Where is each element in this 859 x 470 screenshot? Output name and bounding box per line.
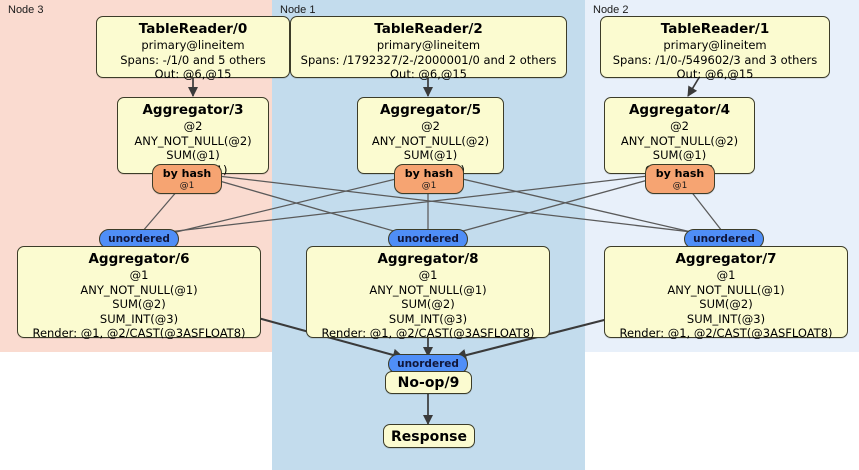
stream-badge-column: @1 [179,181,195,191]
processor-title: Aggregator/7 [675,251,777,267]
processor-response[interactable]: Response [383,424,475,448]
processor-detail-line: primary@lineitem [141,38,245,52]
processor-aggregator-4[interactable]: Aggregator/4 @2 ANY_NOT_NULL(@2) SUM(@1)… [604,97,755,177]
node-panel-label-node2: Node 2 [593,4,629,16]
stream-badge-label: by hash [655,167,705,180]
stream-badge-label: unordered [108,233,170,245]
processor-detail-line: ANY_NOT_NULL(@2) [371,133,490,148]
processor-detail-line: Spans: -/1/0 and 5 others [120,52,266,67]
processor-detail-line: ANY_NOT_NULL(@1) [80,282,198,297]
processor-title: Aggregator/8 [377,251,479,267]
processor-render-line: Render: @1, @2/CAST(@3ASFLOAT8) [619,326,833,340]
processor-noop-9[interactable]: No-op/9 [385,371,472,394]
processor-detail-line: @1 [418,268,438,282]
processor-detail-line: Out: @6,@15 [676,67,754,81]
processor-aggregator-8[interactable]: Aggregator/8 @1 ANY_NOT_NULL(@1) SUM(@2)… [306,246,550,340]
processor-detail-line: SUM(@2) [699,297,753,311]
stream-badge-label: unordered [397,233,459,245]
processor-title: Aggregator/3 [142,102,244,118]
processor-detail-line: Out: @6,@15 [390,67,467,81]
stream-badge-column: @1 [672,181,688,191]
processor-detail-line: @2 [183,119,203,133]
processor-detail-line: SUM(@1) [403,148,458,162]
processor-detail-line: Spans: /1792327/2-/2000001/0 and 2 other… [300,52,557,67]
processor-detail-line: SUM_INT(@3) [388,311,468,326]
processor-detail-line: Spans: /1/0-/549602/3 and 3 others [612,52,818,67]
node-panel-label-node3: Node 3 [8,4,44,16]
processor-detail-line: SUM(@1) [652,148,707,162]
processor-aggregator-7[interactable]: Aggregator/7 @1 ANY_NOT_NULL(@1) SUM(@2)… [604,246,848,340]
processor-title: Aggregator/6 [88,251,190,267]
processor-render-line: Render: @1, @2/CAST(@3ASFLOAT8) [32,326,246,340]
processor-detail-line: SUM_INT(@3) [686,311,766,326]
processor-tablereader-1[interactable]: TableReader/1 primary@lineitem Spans: /1… [600,16,830,81]
processor-detail-line: primary@lineitem [376,38,481,52]
processor-render-line: Render: @1, @2/CAST(@3ASFLOAT8) [321,326,535,340]
processor-detail-line: @2 [421,119,440,133]
processor-detail-line: ANY_NOT_NULL(@2) [620,133,739,148]
processor-detail-line: SUM(@1) [166,148,220,162]
processor-detail-line: @2 [670,119,689,133]
processor-title: TableReader/2 [374,21,483,37]
processor-detail-line: primary@lineitem [663,38,767,52]
processor-title: Aggregator/5 [379,102,482,118]
processor-tablereader-0[interactable]: TableReader/0 primary@lineitem Spans: -/… [96,16,290,81]
processor-title: Aggregator/4 [628,102,731,118]
processor-tablereader-2[interactable]: TableReader/2 primary@lineitem Spans: /1… [290,16,567,81]
processor-title: No-op/9 [397,375,460,391]
processor-aggregator-6[interactable]: Aggregator/6 @1 ANY_NOT_NULL(@1) SUM(@2)… [17,246,261,340]
processor-title: TableReader/0 [138,21,248,37]
processor-detail-line: ANY_NOT_NULL(@1) [667,282,785,297]
stream-badge-by-hash-center[interactable]: by hash @1 [394,164,464,194]
processor-detail-line: @1 [129,268,149,282]
stream-badge-label: unordered [693,233,755,245]
processor-detail-line: SUM(@2) [112,297,166,311]
node-panel-label-node1: Node 1 [280,4,316,16]
processor-title: TableReader/1 [660,21,770,37]
processor-detail-line: Out: @6,@15 [154,67,232,81]
stream-badge-label: by hash [162,167,212,180]
stream-badge-unordered-center[interactable]: unordered [388,229,468,249]
stream-badge-unordered-final[interactable]: unordered [388,354,468,374]
processor-aggregator-5[interactable]: Aggregator/5 @2 ANY_NOT_NULL(@2) SUM(@1)… [357,97,504,177]
stream-badge-unordered-left[interactable]: unordered [99,229,179,249]
processor-detail-line: SUM_INT(@3) [99,311,179,326]
stream-badge-by-hash-right[interactable]: by hash @1 [645,164,715,194]
processor-detail-line: ANY_NOT_NULL(@2) [134,133,252,148]
processor-detail-line: SUM(@2) [401,297,455,311]
stream-badge-label: by hash [404,167,454,180]
processor-detail-line: @1 [716,268,736,282]
stream-badge-column: @1 [421,181,437,191]
processor-title: Response [390,429,468,445]
processor-detail-line: ANY_NOT_NULL(@1) [369,282,487,297]
stream-badge-label: unordered [397,358,459,370]
processor-aggregator-3[interactable]: Aggregator/3 @2 ANY_NOT_NULL(@2) SUM(@1)… [117,97,269,177]
stream-badge-by-hash-left[interactable]: by hash @1 [152,164,222,194]
